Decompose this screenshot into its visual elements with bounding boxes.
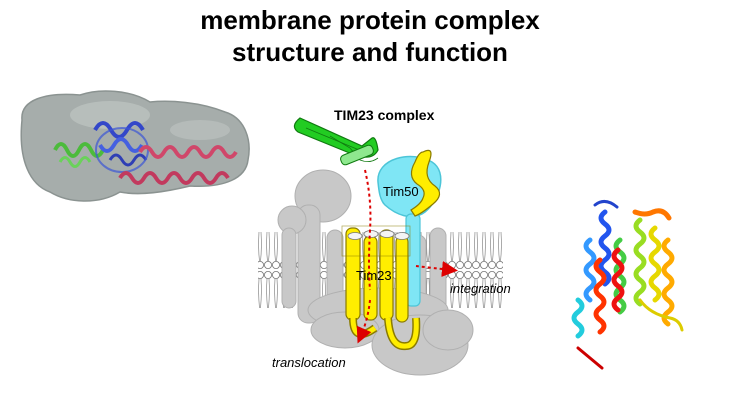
transport-arrows xyxy=(356,169,458,344)
title-line-1: membrane protein complex xyxy=(200,5,540,35)
tim23-label: Tim23 xyxy=(356,268,392,283)
title-block: membrane protein complex structure and f… xyxy=(0,4,740,68)
presequence-helix xyxy=(293,117,379,166)
channel-pore xyxy=(347,230,410,240)
integration-label: integration xyxy=(450,281,511,296)
tim50-label: Tim50 xyxy=(383,184,419,199)
title-line-2: structure and function xyxy=(232,37,508,67)
rainbow-helix-bundle-icon xyxy=(571,200,684,370)
tim23-channel xyxy=(341,149,441,351)
translocation-label: translocation xyxy=(272,355,346,370)
em-density-map-icon xyxy=(20,90,250,202)
complex-label: TIM23 complex xyxy=(334,107,435,123)
